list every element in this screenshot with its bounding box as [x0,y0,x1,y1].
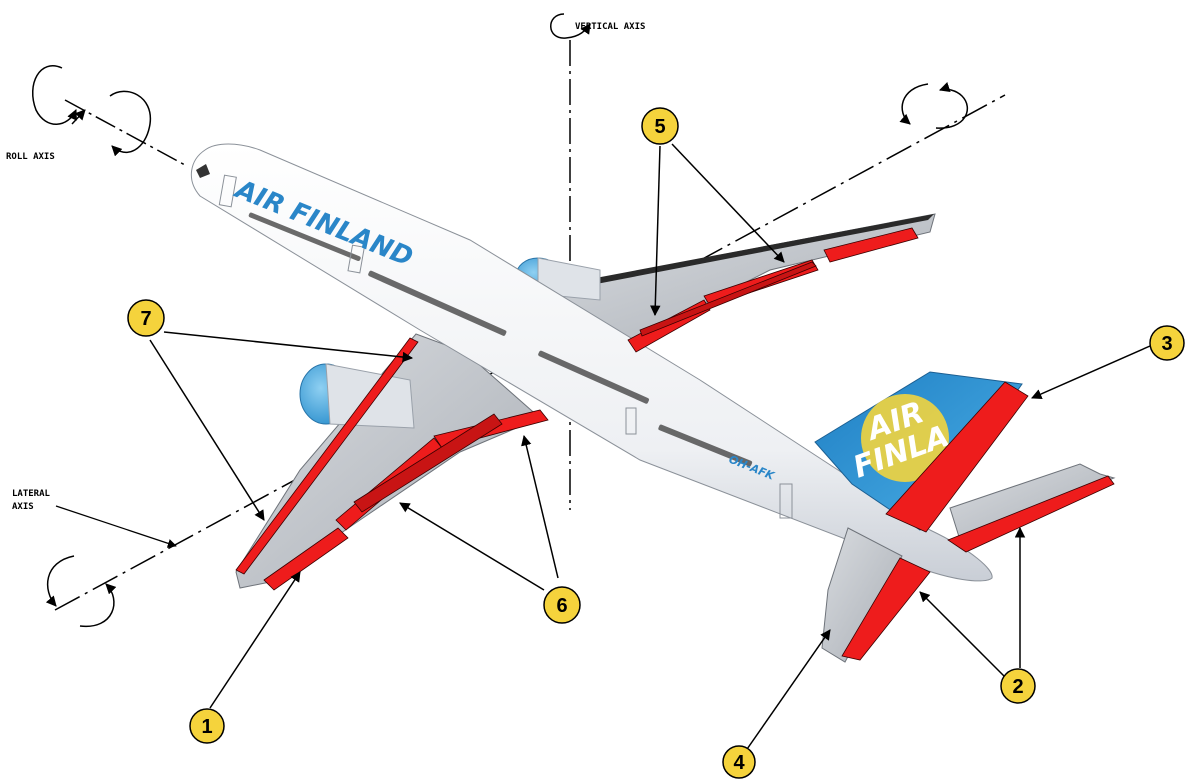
lateral-rotation-arrow-right-icon [902,84,967,128]
vertical-axis-label: VERTICAL AXIS [575,22,645,32]
lateral-axis-label-line1: LATERAL [12,489,51,499]
right-horizontal-stabilizer [950,464,1114,540]
roll-axis-label: ROLL AXIS [6,152,55,162]
callout-6: 6 [544,587,580,623]
callout-5: 5 [642,108,678,144]
callout-7: 7 [128,300,164,336]
callout-4: 4 [723,746,755,778]
svg-text:3: 3 [1161,333,1172,355]
svg-text:2: 2 [1012,676,1023,698]
lateral-axis-label-line2: AXIS [12,502,34,512]
callout-2: 2 [1001,669,1035,703]
callout-3: 3 [1150,326,1184,360]
aircraft: AIR FINLAND OH-AFK AIR FINLA [191,144,1114,662]
svg-text:6: 6 [556,595,567,617]
roll-axis-line [65,100,185,165]
svg-text:1: 1 [201,716,212,738]
svg-text:5: 5 [654,116,665,138]
svg-text:4: 4 [733,752,745,774]
callout-1: 1 [190,709,224,743]
svg-text:7: 7 [140,308,151,330]
roll-rotation-arrow-icon [33,66,151,153]
lateral-axis-pointer [56,506,176,546]
lateral-rotation-arrow-left-icon [48,556,114,626]
